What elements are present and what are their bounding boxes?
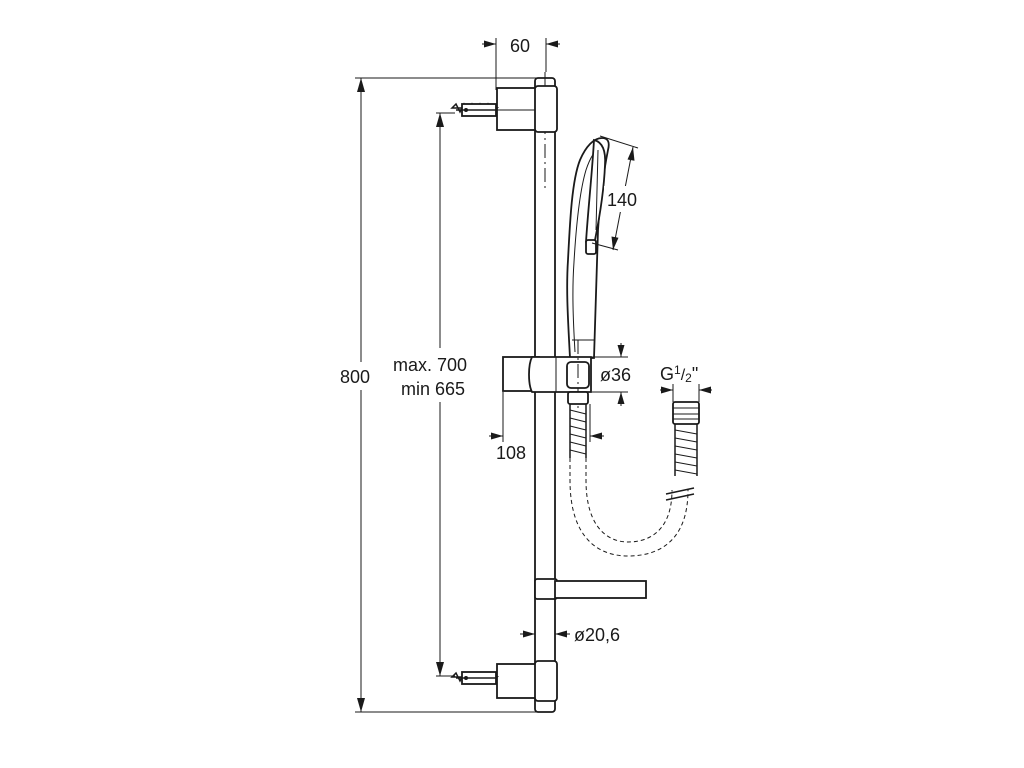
top-wall-plug-icon (450, 102, 534, 117)
fixing-distance-dimension: max. 700 min 665 (390, 112, 490, 677)
fixing-distance-min-label: min 665 (401, 379, 465, 399)
rail-bar (534, 72, 556, 713)
hose-connection-main: G (660, 364, 674, 384)
bottom-wall-bracket (496, 660, 558, 702)
handshower-length-label: 140 (607, 190, 637, 210)
hose-left-end (569, 404, 587, 458)
bar-diameter-dimension: ø20,6 (520, 625, 620, 645)
hose-connection-label: G1/2" (660, 363, 698, 385)
total-height-dimension: 800 (336, 77, 545, 713)
holder-diameter-label: ø36 (600, 365, 631, 385)
hose-connection-numerator: 1 (674, 363, 681, 377)
hose-curve (569, 458, 695, 557)
total-height-label: 800 (340, 367, 370, 387)
bar-diameter-label: ø20,6 (574, 625, 620, 645)
hose-connection-slash: / (681, 367, 686, 384)
bottom-wall-plug-icon (450, 671, 500, 685)
handshower-length-dimension: 140 (591, 135, 646, 251)
fixing-distance-max-label: max. 700 (393, 355, 467, 375)
hose-connection-dimension: G1/2" (660, 363, 712, 402)
bracket-offset-label: 60 (510, 36, 530, 56)
hose-right-end (672, 401, 700, 476)
holder-projection-label: 108 (496, 443, 526, 463)
holder-projection-dimension: 108 (489, 392, 604, 463)
hose-connection-denominator: 2 (685, 371, 692, 385)
soap-dish (534, 578, 647, 600)
bracket-offset-dimension: 60 (482, 36, 560, 90)
top-wall-bracket (496, 85, 558, 133)
hose-connection-inch: " (692, 364, 698, 384)
sliding-holder (502, 340, 592, 408)
hand-shower (566, 137, 610, 359)
holder-diameter-dimension: ø36 (592, 343, 631, 406)
